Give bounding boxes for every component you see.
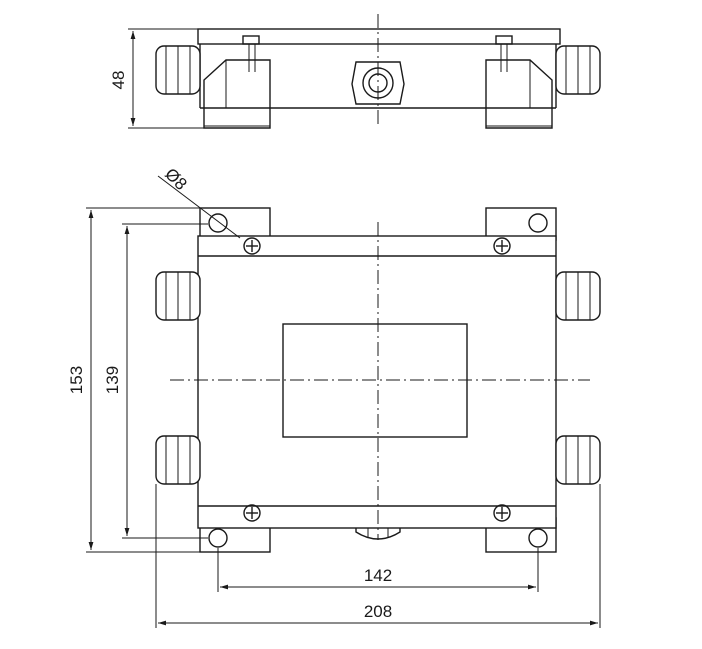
dim-label-142: 142 [364,566,392,585]
side-screw-left [242,35,260,72]
dim-label-139: 139 [103,366,122,394]
mount-hole-icon [208,528,228,548]
gland-right-upper [555,271,601,321]
left-side-bracket [203,59,271,129]
mount-hole-icon [528,528,548,548]
lid-screw-icon [493,237,511,255]
gland-left-lower [155,435,201,485]
top-view: Ø8 153 139 142 208 [67,164,601,628]
lid-screw-icon [243,504,261,522]
side-screw-right [495,35,513,72]
side-gland-right [555,45,601,95]
side-lid [197,28,561,45]
dim-label-208: 208 [364,602,392,621]
box-lid [197,235,557,529]
lid-screw-icon [493,504,511,522]
mount-hole-icon [528,213,548,233]
side-gland-left [155,45,201,95]
gland-left-upper [155,271,201,321]
gland-right-lower [555,435,601,485]
hole-leader [157,175,241,239]
right-side-bracket [485,59,553,129]
dim-label-48: 48 [109,71,128,90]
dim-label-hole: Ø8 [161,164,190,193]
lid-screw-icon [243,237,261,255]
dim-label-153: 153 [67,366,86,394]
side-view: 48 [109,14,601,129]
